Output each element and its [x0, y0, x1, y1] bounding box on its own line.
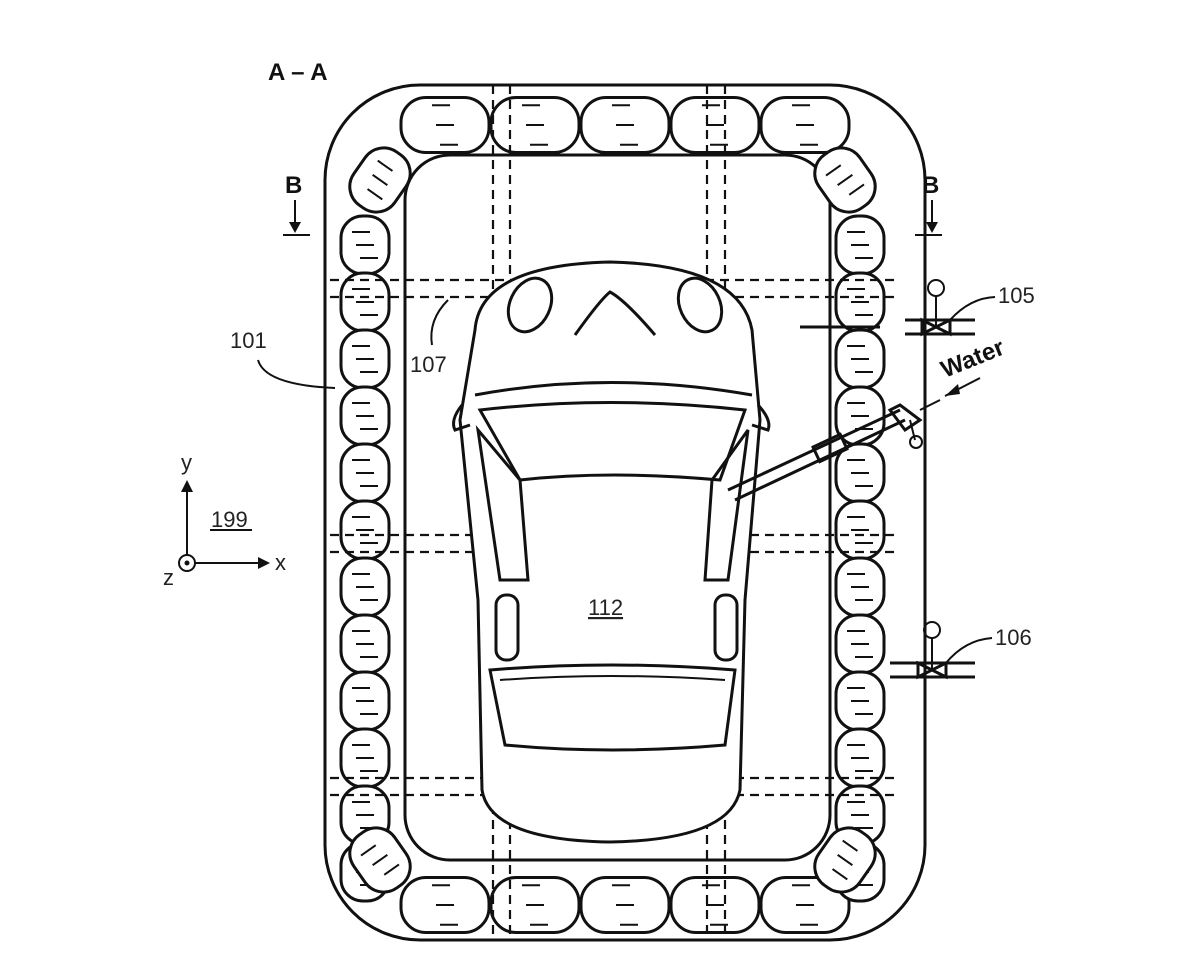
water-bag: [339, 613, 391, 675]
water-bag: [399, 876, 491, 934]
water-bag: [348, 826, 412, 894]
outer-enclosure: [323, 83, 927, 942]
inner-enclosure: [403, 153, 832, 862]
water-bag: [399, 96, 491, 154]
water-bag: [339, 556, 391, 618]
water-bag: [669, 876, 761, 934]
axes-199: [178, 480, 270, 572]
axis-x-label: x: [275, 550, 286, 575]
axis-z-label: z: [163, 565, 174, 590]
water-bag: [834, 499, 886, 561]
water-bag: [489, 96, 581, 154]
water-bag: [348, 146, 412, 214]
ref-106: 106: [995, 625, 1032, 650]
water-inlet-hose: [727, 377, 981, 502]
section-label: A – A: [268, 59, 328, 86]
water-bag: [834, 271, 886, 333]
water-bag: [579, 876, 671, 934]
water-bag: [339, 214, 391, 276]
section-mark-right: B: [922, 172, 939, 199]
leader-101: [257, 359, 336, 389]
water-label: Water: [937, 334, 1008, 384]
axis-y-label: y: [181, 450, 192, 475]
ref-107: 107: [410, 352, 447, 377]
water-bag: [813, 146, 877, 214]
water-bag: [813, 826, 877, 894]
water-bag: [759, 96, 851, 154]
water-bag: [579, 96, 671, 154]
water-bag: [669, 96, 761, 154]
bag-ring: [339, 96, 886, 934]
ref-101: 101: [230, 328, 267, 353]
water-bag: [339, 271, 391, 333]
water-bag: [339, 499, 391, 561]
ref-105: 105: [998, 283, 1035, 308]
section-marks: [283, 200, 942, 236]
water-bag: [339, 328, 391, 390]
water-bag: [339, 727, 391, 789]
water-bag: [834, 442, 886, 504]
water-bag: [834, 328, 886, 390]
ref-112: 112: [588, 595, 623, 620]
water-bag: [834, 214, 886, 276]
valve-106: [890, 621, 993, 680]
water-bag: [834, 556, 886, 618]
vehicle-112: [452, 260, 771, 844]
water-bag: [834, 613, 886, 675]
ref-199: 199: [211, 507, 248, 532]
valve-105: [800, 279, 996, 337]
water-bag: [339, 385, 391, 447]
water-bag: [339, 670, 391, 732]
water-bag: [339, 442, 391, 504]
water-bag: [759, 876, 851, 934]
section-mark-left: B: [285, 172, 302, 199]
water-bag: [834, 670, 886, 732]
leader-107: [430, 299, 449, 346]
water-bag: [489, 876, 581, 934]
